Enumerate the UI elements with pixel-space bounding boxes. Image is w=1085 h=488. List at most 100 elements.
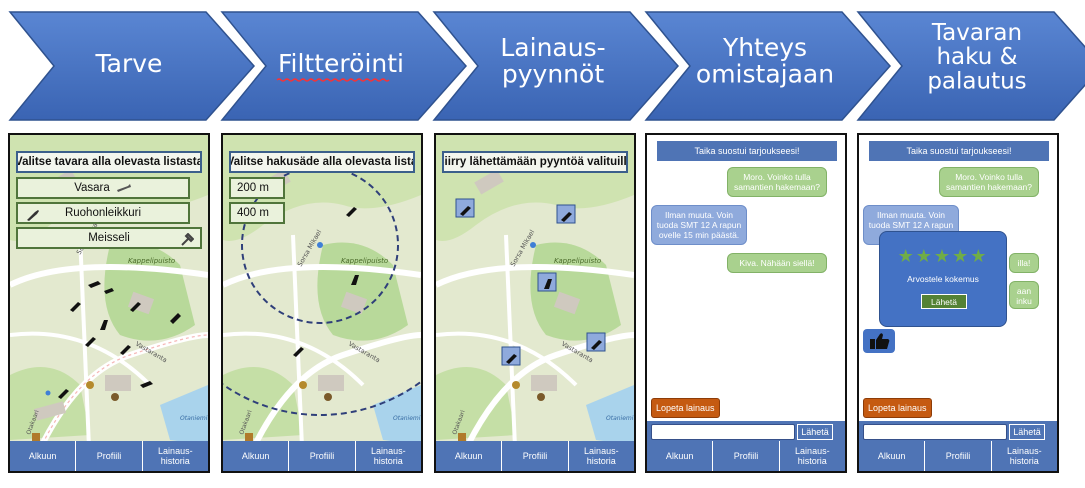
nav-history-label-1: Lainaus- — [584, 446, 619, 456]
screwdriver-icon — [346, 207, 357, 217]
star-rating[interactable]: ★★★★★ — [897, 246, 989, 267]
send-button[interactable]: Lähetä — [797, 424, 833, 440]
thumbs-up-icon — [870, 333, 890, 349]
map-background: Kappelipuisto Sorsa Mikael Vastaranta Ot… — [436, 135, 634, 471]
chevron-label-line: pyynnöt — [502, 59, 604, 88]
nav-home[interactable]: Alkuun — [436, 441, 503, 471]
nav-profile[interactable]: Profiili — [713, 441, 780, 471]
screwdriver-icon — [27, 210, 39, 221]
chevron-label-line: Tarve — [95, 49, 163, 78]
nav-profile-label: Profiili — [96, 451, 122, 461]
rating-dialog: ★★★★★ Arvostele kokemus Lähetä — [879, 231, 1007, 327]
nav-profile[interactable]: Profiili — [76, 441, 143, 471]
item-lawnmower[interactable]: Ruohonleikkuri — [16, 202, 190, 224]
item-label-lawnmower: Ruohonleikkuri — [64, 207, 142, 219]
chat-message-out: illa! — [1009, 253, 1039, 273]
phone-screen-send-requests: Kappelipuisto Sorsa Mikael Vastaranta Ot… — [434, 133, 636, 473]
nav-history[interactable]: Lainaus-historia — [569, 441, 634, 471]
nav-history[interactable]: Lainaus-historia — [992, 441, 1057, 471]
chevron-label-line: Yhteys — [722, 33, 807, 62]
nav-home-label: Alkuun — [665, 451, 694, 461]
nav-history-label-1: Lainaus- — [158, 446, 193, 456]
nav-history[interactable]: Lainaus-historia — [143, 441, 208, 471]
nav-history-label-1: Lainaus- — [795, 446, 830, 456]
chat-input-row: Lähetä — [647, 421, 845, 441]
nav-history[interactable]: Lainaus-historia — [356, 441, 421, 471]
send-button[interactable]: Lähetä — [1009, 424, 1045, 440]
bottom-navbar: Alkuun Profiili Lainaus-historia — [647, 441, 845, 471]
nav-history[interactable]: Lainaus-historia — [780, 441, 845, 471]
screen1-title: Valitse tavara alla olevasta listasta — [16, 151, 202, 173]
radius-option-200[interactable]: 200 m — [229, 177, 285, 199]
end-loan-button[interactable]: Lopeta lainaus — [651, 398, 720, 418]
chat-view: Taika suostui tarjoukseesi! Moro. Voinko… — [859, 135, 1057, 471]
chevron-label-line: omistajaan — [696, 59, 834, 88]
chevron-label-3: Lainaus-pyynnöt — [500, 33, 605, 88]
nav-profile[interactable]: Profiili — [502, 441, 569, 471]
chevron-label-line: palautus — [927, 68, 1026, 94]
radius-circle-200 — [241, 166, 399, 324]
bottom-navbar: Alkuun Profiili Lainaus-historia — [859, 441, 1057, 471]
nav-history-label-1: Lainaus- — [1007, 446, 1042, 456]
end-loan-button[interactable]: Lopeta lainaus — [863, 398, 932, 418]
thumbs-up-button[interactable] — [863, 329, 895, 353]
map-drawing: Kappelipuisto Sorsa Mikael Vastaranta Ot… — [436, 135, 634, 471]
item-screwdriver[interactable]: Meisseli — [16, 227, 202, 249]
nav-home-label: Alkuun — [877, 451, 906, 461]
nav-profile-label: Profiili — [945, 451, 971, 461]
map-label-street-c: Otaniemi — [606, 415, 634, 422]
nav-home[interactable]: Alkuun — [10, 441, 77, 471]
lawnmower-icon — [88, 281, 101, 288]
chat-view: Taika suostui tarjoukseesi! Moro. Voinko… — [647, 135, 845, 471]
selected-tool-pins[interactable] — [455, 198, 606, 366]
chevron-label-line: Tavaran — [931, 20, 1022, 46]
message-input[interactable] — [863, 424, 1007, 440]
item-hammer[interactable]: Vasara — [16, 177, 190, 199]
chat-message-out: Moro. Voinko tulla samantien hakemaan? — [939, 167, 1039, 197]
nav-home-label: Alkuun — [241, 451, 270, 461]
spellcheck-underline — [276, 78, 390, 82]
nav-profile[interactable]: Profiili — [289, 441, 356, 471]
phone-screen-rating: Taika suostui tarjoukseesi! Moro. Voinko… — [857, 133, 1059, 473]
chat-message-out: Kiva. Nähään siellä! — [727, 253, 827, 273]
screen2-title: Valitse hakusäde alla olevasta lista — [229, 151, 415, 173]
nav-profile-label: Profiili — [309, 451, 335, 461]
nav-home[interactable]: Alkuun — [223, 441, 290, 471]
nav-history-label-1: Lainaus- — [371, 446, 406, 456]
map-pins-tools — [32, 281, 181, 441]
radius-option-400[interactable]: 400 m — [229, 202, 285, 224]
nav-home-label: Alkuun — [454, 451, 483, 461]
hammer-icon — [116, 184, 131, 192]
chevron-label-line: Lainaus- — [500, 33, 605, 62]
chat-input-row: Lähetä — [859, 421, 1057, 441]
message-input[interactable] — [651, 424, 795, 440]
screwdriver-icon — [70, 302, 81, 312]
nav-history-label-2: historia — [1009, 456, 1039, 466]
chat-message-out: aan inku — [1009, 281, 1039, 309]
send-requests-button[interactable]: Siirry lähettämään pyyntöä valituille — [442, 151, 628, 173]
map-label-street-c: Otaniemi — [393, 415, 421, 422]
bottom-navbar: Alkuun Profiili Lainaus-historia — [436, 441, 634, 471]
chevron-label-line: haku & — [936, 44, 1017, 70]
nav-home[interactable]: Alkuun — [859, 441, 926, 471]
status-banner: Taika suostui tarjoukseesi! — [657, 141, 837, 161]
nav-profile[interactable]: Profiili — [925, 441, 992, 471]
bottom-navbar: Alkuun Profiili Lainaus-historia — [223, 441, 421, 471]
rating-submit-button[interactable]: Lähetä — [921, 294, 967, 309]
nav-profile-label: Profiili — [733, 451, 759, 461]
status-banner: Taika suostui tarjoukseesi! — [869, 141, 1049, 161]
hammer-icon — [181, 233, 194, 246]
process-chevrons: Tarve Filtteröinti Lainaus-pyynnöt Yhtey… — [8, 11, 1085, 121]
map-label-park: Kappelipuisto — [128, 257, 175, 265]
nav-home[interactable]: Alkuun — [647, 441, 714, 471]
chat-message-in: Ilman muuta. Voin tuoda SMT 12 A rapun o… — [651, 205, 747, 245]
nav-profile-label: Profiili — [522, 451, 548, 461]
map-label-park: Kappelipuisto — [341, 257, 388, 265]
phone-screen-chat: Taika suostui tarjoukseesi! Moro. Voinko… — [645, 133, 847, 473]
phone-screen-item-select: Kappelipuisto Sorsa Mikael Vastaranta Ot… — [8, 133, 210, 473]
chevron-2: Filtteröinti — [220, 11, 468, 121]
